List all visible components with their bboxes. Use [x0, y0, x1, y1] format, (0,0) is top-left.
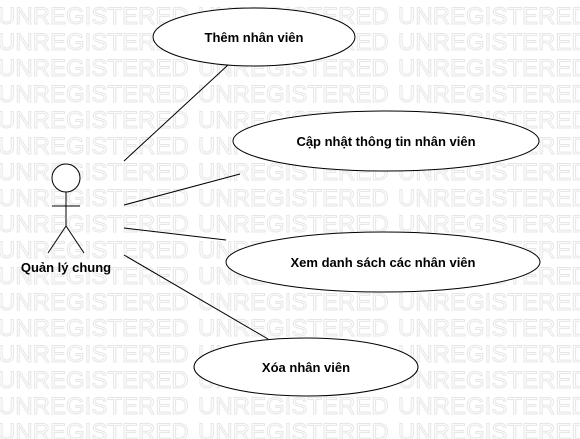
actor[interactable]: Quản lý chung	[21, 163, 111, 275]
association-delete	[123, 254, 269, 340]
use-case-delete-label: Xóa nhân viên	[262, 360, 350, 375]
use-case-delete[interactable]: Xóa nhân viên	[193, 337, 419, 397]
watermark-text: UNREGISTERED	[0, 159, 189, 186]
watermark-text: UNREGISTERED	[198, 419, 389, 439]
watermark-text: UNREGISTERED	[0, 55, 189, 82]
watermark-text: UNREGISTERED	[0, 263, 189, 290]
actor-left-leg	[47, 225, 67, 254]
associations	[123, 64, 269, 340]
use-case-delete-ellipse	[193, 337, 419, 397]
watermark-text: UNREGISTERED	[398, 185, 580, 212]
watermark-text: UNREGISTERED	[398, 81, 580, 108]
actor-head	[51, 163, 81, 193]
use-case-add-ellipse	[152, 7, 356, 67]
use-case-add-label: Thêm nhân viên	[205, 30, 304, 45]
watermark-text: UNREGISTERED	[198, 185, 389, 212]
watermark-text: UNREGISTERED	[398, 341, 580, 368]
watermark-text: UNREGISTERED	[398, 55, 580, 82]
watermark-text: UNREGISTERED	[0, 133, 189, 160]
association-update	[123, 173, 241, 206]
watermark-text: UNREGISTERED	[398, 393, 580, 420]
watermark-text: UNREGISTERED	[398, 289, 580, 316]
association-list	[123, 227, 227, 241]
association-add	[123, 64, 229, 162]
use-case-add[interactable]: Thêm nhân viên	[152, 7, 356, 67]
watermark-text: UNREGISTERED	[398, 367, 580, 394]
watermark-text: UNREGISTERED	[0, 185, 189, 212]
watermark-text: UNREGISTERED	[198, 81, 389, 108]
use-case-update-ellipse	[232, 110, 540, 172]
watermark-text: UNREGISTERED	[0, 419, 189, 439]
watermark-text: UNREGISTERED	[0, 107, 189, 134]
use-case-list-label: Xem danh sách các nhân viên	[291, 255, 476, 270]
watermark-text: UNREGISTERED	[398, 29, 580, 56]
use-case-list[interactable]: Xem danh sách các nhân viên	[225, 231, 541, 293]
watermark-text: UNREGISTERED	[398, 315, 580, 342]
watermark-text: UNREGISTERED	[0, 211, 189, 238]
actor-right-leg	[65, 225, 85, 254]
actor-label: Quản lý chung	[21, 260, 111, 275]
watermark-text: UNREGISTERED	[398, 419, 580, 439]
watermark-text: UNREGISTERED	[0, 81, 189, 108]
use-case-update[interactable]: Cập nhật thông tin nhân viên	[232, 110, 540, 172]
watermark-text: UNREGISTERED	[0, 289, 189, 316]
watermark-text: UNREGISTERED	[198, 289, 389, 316]
watermark-text: UNREGISTERED	[0, 3, 189, 30]
watermark-text: UNREGISTERED	[0, 393, 189, 420]
watermark-text: UNREGISTERED	[398, 3, 580, 30]
use-case-update-label: Cập nhật thông tin nhân viên	[296, 134, 475, 149]
use-case-list-ellipse	[225, 231, 541, 293]
watermark-text: UNREGISTERED	[0, 367, 189, 394]
watermark-text: UNREGISTERED	[198, 393, 389, 420]
watermark-text: UNREGISTERED	[0, 341, 189, 368]
watermark-text: UNREGISTERED	[0, 315, 189, 342]
watermark-text: UNREGISTERED	[0, 237, 189, 264]
